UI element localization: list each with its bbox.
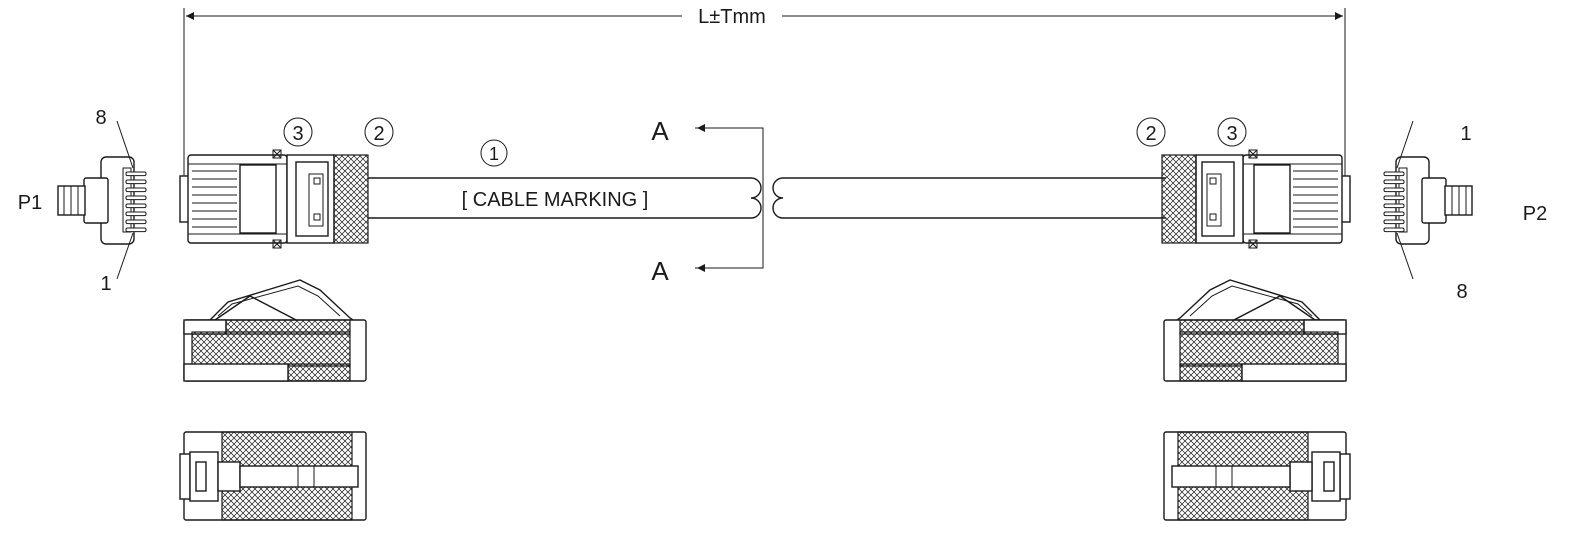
section-label-bottom: A [651,256,669,286]
left-plug-side-view [183,279,367,382]
left-plug-bottom-view [179,431,367,521]
cable: [ CABLE MARKING ] 1 [368,139,1166,219]
left-plug-label: P1 [18,192,42,214]
length-dimension: L±Tmm [183,6,1346,215]
right-plug-end-view [1383,120,1473,280]
svg-text:1: 1 [489,144,499,164]
section-a-a-marker: A A [651,116,764,286]
right-end-labels: 3 2 1 8 P2 [1145,123,1547,303]
left-plug-end-view: 8 1 P1 [18,107,147,295]
left-pin-row [125,171,147,233]
right-pin-label-low: 1 [1460,123,1471,145]
left-pin-label-low: 1 [100,273,111,295]
section-label-top: A [651,116,669,146]
callout-left-plug: 3 [283,117,313,147]
right-contacts [1293,170,1338,228]
right-plug-label: P2 [1523,203,1547,225]
svg-text:3: 3 [292,123,303,145]
callout-cable: 1 [480,139,508,167]
right-boot [1161,154,1197,244]
right-plug-side-view [1163,279,1347,382]
left-contacts [192,170,237,228]
callout-right-plug: 3 [1226,123,1237,145]
right-plug-bottom-view [1163,431,1351,521]
right-pin-label-high: 8 [1456,281,1467,303]
svg-text:2: 2 [373,123,384,145]
left-plug-top-view: 3 2 [179,117,394,249]
left-pin-label-high: 8 [95,107,106,129]
length-dimension-label: L±Tmm [698,6,766,28]
callout-left-boot: 2 [364,117,394,147]
cable-marking: [ CABLE MARKING ] [462,189,649,211]
left-boot [333,154,369,244]
right-pin-row [1383,171,1405,233]
callout-right-boot: 2 [1145,123,1156,145]
right-plug-top-view [1136,117,1351,249]
